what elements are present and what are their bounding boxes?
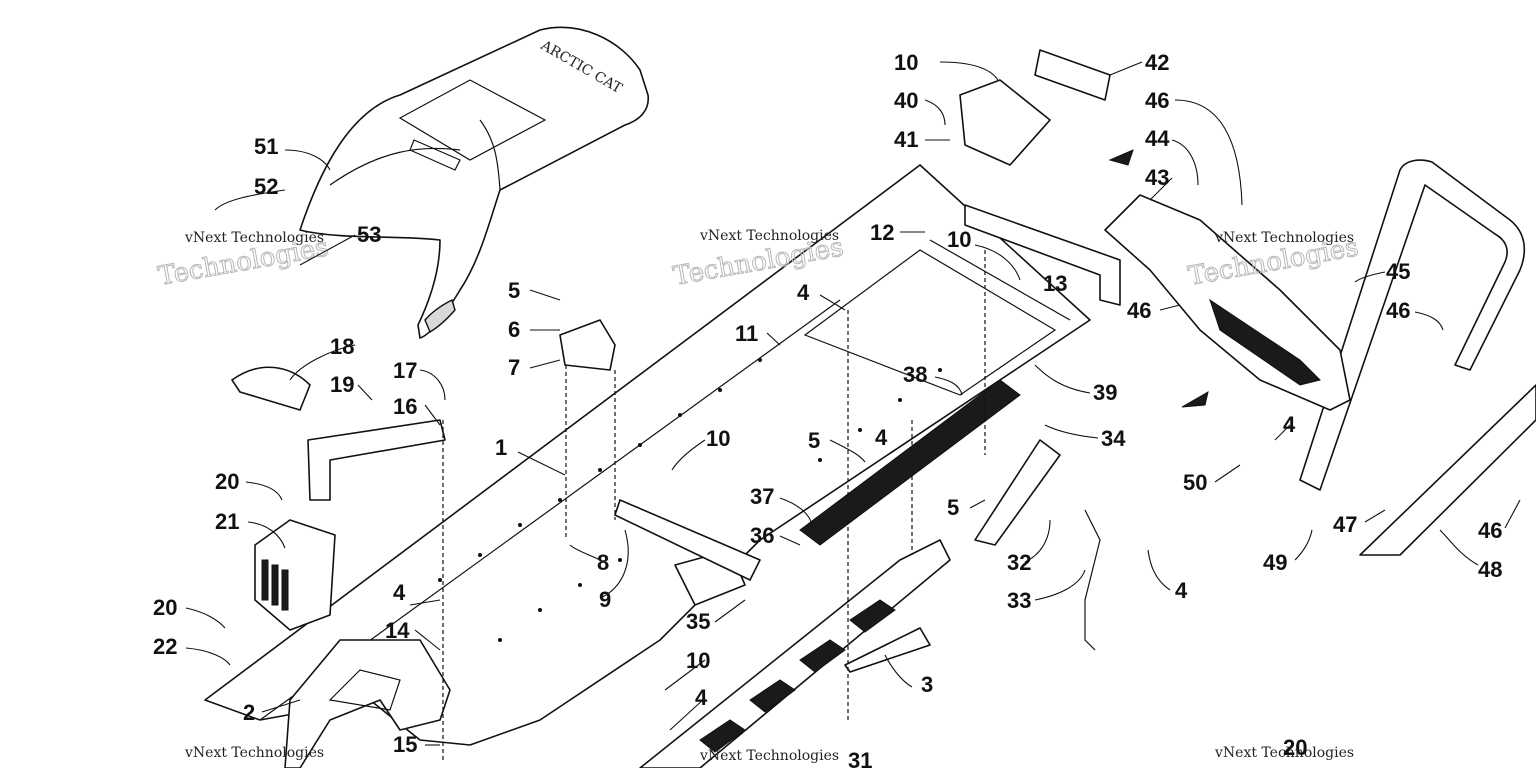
watermark-text: vNext Technologies [699, 748, 839, 764]
tunnel-holes [438, 358, 942, 642]
callout-46: 46 [1478, 518, 1502, 543]
callout-51: 50 [1183, 470, 1207, 495]
callout-43: 43 [1145, 165, 1169, 190]
callout-53: 52 [254, 174, 278, 199]
callout-19: 19 [330, 372, 354, 397]
callout-labels: 1 2 3 4 4 4 4 4 4 5 5 5 6 7 8 9 10 10 10… [153, 50, 1502, 768]
callout-10: 10 [894, 50, 918, 75]
callout-38: 38 [903, 362, 927, 387]
callout-40: 40 [894, 88, 918, 113]
callout-44: 44 [1145, 126, 1170, 151]
callout-20: 20 [153, 595, 177, 620]
callout-10: 10 [706, 426, 730, 451]
heat-exchanger-guard [254, 519, 336, 631]
callout-8: 8 [597, 550, 609, 575]
callout-22: 22 [153, 634, 177, 659]
front-bracket [284, 639, 451, 768]
callout-37: 37 [750, 484, 774, 509]
callout-39: 39 [1093, 380, 1117, 405]
callout-4: 4 [1175, 578, 1188, 603]
callout-45: 45 [1386, 259, 1410, 284]
callout-32: 32 [1007, 550, 1031, 575]
callout-18: 18 [330, 334, 354, 359]
callout-46: 46 [1127, 298, 1151, 323]
watermark-text: vNext Technologies [1214, 745, 1354, 761]
callout-4: 4 [875, 425, 888, 450]
callout-6: 6 [508, 317, 520, 342]
callout-49: 48 [1478, 557, 1502, 582]
front-cross-brace [614, 499, 761, 606]
callout-5: 5 [808, 428, 820, 453]
callout-54: 53 [357, 222, 381, 247]
rear-bracket-upper [959, 49, 1111, 166]
callout-7: 7 [508, 355, 520, 380]
callout-31: 31 [848, 748, 872, 768]
callout-4: 4 [1283, 412, 1296, 437]
callout-20: 20 [215, 469, 239, 494]
leader-lines [185, 61, 1521, 746]
running-board-cutouts [699, 599, 896, 753]
seat: ARCTIC CAT [299, 26, 650, 339]
callout-12: 12 [870, 220, 894, 245]
watermark-text: vNext Technologies [699, 228, 839, 244]
heat-shield [231, 366, 311, 411]
callout-33: 33 [1007, 588, 1031, 613]
callout-5: 5 [947, 495, 959, 520]
callout-17: 17 [393, 358, 417, 383]
tail-light-housing [1104, 194, 1351, 411]
callout-2: 2 [243, 700, 255, 725]
callout-10: 10 [947, 227, 971, 252]
assembly-lines [442, 250, 986, 760]
callout-15: 15 [393, 732, 417, 757]
callout-4: 4 [797, 280, 810, 305]
rear-mount-bracket [559, 319, 616, 371]
callout-35: 35 [686, 609, 710, 634]
grab-handle [307, 419, 446, 501]
callout-14: 14 [385, 618, 410, 643]
callout-47: 46 [1386, 298, 1410, 323]
callout-11: 11 [735, 321, 758, 346]
direction-arrows [1108, 149, 1209, 408]
callout-21: 21 [215, 509, 239, 534]
callout-1: 1 [495, 435, 507, 460]
watermark-text: vNext Technologies [1214, 230, 1354, 246]
callout-9: 9 [599, 587, 611, 612]
callout-13: 13 [1043, 271, 1067, 296]
callout-50: 49 [1263, 550, 1287, 575]
watermark-text: vNext Technologies [184, 745, 324, 761]
callout-34: 34 [1101, 426, 1126, 451]
callout-52: 51 [254, 134, 278, 159]
watermark-text: vNext Technologies [184, 230, 324, 246]
callout-16: 16 [393, 394, 417, 419]
callout-3: 3 [921, 672, 933, 697]
running-board [639, 539, 951, 768]
callout-20: 20 [1283, 735, 1307, 760]
side-rail [1359, 384, 1536, 556]
mount-bracket [964, 204, 1121, 306]
callout-10: 10 [686, 648, 710, 673]
callout-46: 46 [1145, 88, 1169, 113]
callout-4: 4 [393, 580, 406, 605]
callout-4: 4 [695, 685, 708, 710]
callout-36: 36 [750, 523, 774, 548]
callout-48: 47 [1333, 512, 1357, 537]
callout-41: 41 [894, 127, 918, 152]
flap-hanger [1084, 509, 1101, 651]
rear-bumper [1299, 159, 1526, 491]
callout-5: 5 [508, 278, 520, 303]
callout-42: 42 [1145, 50, 1169, 75]
